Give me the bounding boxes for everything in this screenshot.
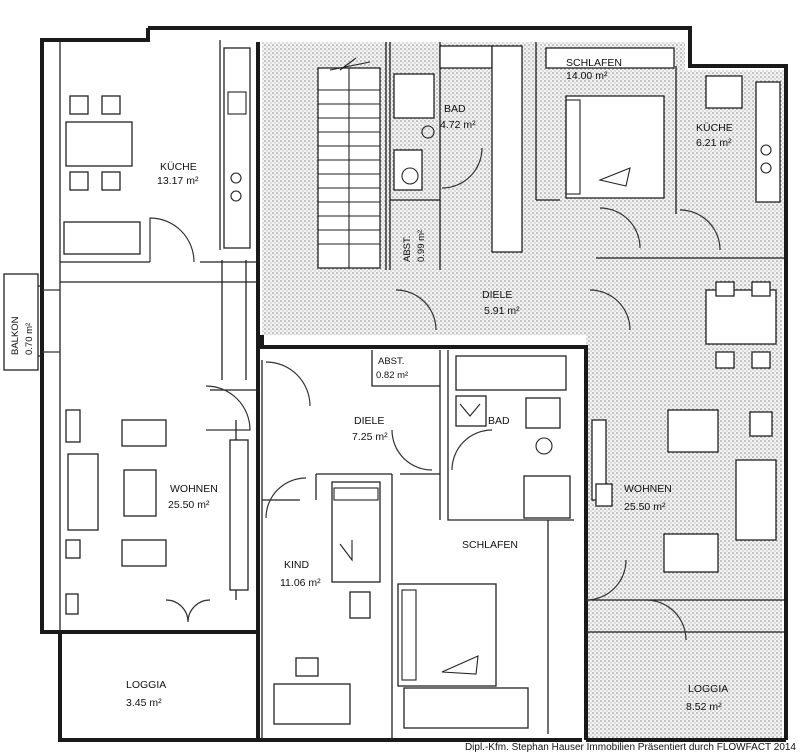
credit-text: Dipl.-Kfm. Stephan Hauser Immobilien Prä…: [465, 742, 796, 753]
room-name-diele-mid: DIELE: [354, 415, 384, 427]
room-name-loggia-right: LOGGIA: [688, 683, 728, 695]
room-name-wohnen-left: WOHNEN: [170, 483, 218, 495]
room-name-abst-mid: ABST.: [378, 356, 404, 367]
room-area-loggia-right: 8.52 m²: [686, 701, 722, 713]
room-name-wohnen-right: WOHNEN: [624, 483, 672, 495]
room-labels: KÜCHE 13.17 m² BALKON 0.70 m² WOHNEN 25.…: [10, 57, 733, 713]
room-name-loggia-left: LOGGIA: [126, 679, 166, 691]
room-area-diele-mid: 7.25 m²: [352, 431, 388, 443]
middle-interior-walls: [261, 350, 574, 740]
room-area-wohnen-right: 25.50 m²: [624, 501, 666, 513]
room-area-kind: 11.06 m²: [280, 577, 321, 589]
top-bath-furniture: [393, 45, 675, 253]
balkon-box: [3, 273, 42, 371]
room-area-wohnen-left: 25.50 m²: [168, 499, 210, 511]
room-name-kueche-left: KÜCHE: [160, 161, 197, 173]
room-name-abst-top: ABST.: [402, 236, 413, 262]
door-swings: [42, 147, 721, 641]
outer-walls: [40, 26, 788, 742]
room-name-schlafen-mid: SCHLAFEN: [462, 539, 518, 551]
room-area-bad-top: 4.72 m²: [440, 119, 476, 131]
room-name-kueche-right: KÜCHE: [696, 122, 733, 134]
staircase: [317, 57, 381, 269]
room-name-diele-top: DIELE: [482, 289, 512, 301]
shaded-interior-walls: [385, 42, 786, 633]
room-area-loggia-left: 3.45 m²: [126, 697, 162, 709]
room-name-bad-top: BAD: [444, 103, 466, 115]
room-name-balkon: BALKON: [10, 316, 21, 355]
room-name-schlafen-top: SCHLAFEN: [566, 57, 622, 69]
room-area-abst-mid: 0.82 m²: [376, 370, 408, 381]
wohnen-right-furniture: [591, 409, 777, 573]
room-area-abst-top: 0.99 m²: [416, 230, 427, 262]
left-interior-walls: [59, 40, 258, 632]
wohnen-left-furniture: [65, 409, 249, 615]
kueche-right-furniture: [705, 75, 781, 369]
room-area-kueche-right: 6.21 m²: [696, 137, 732, 149]
room-area-schlafen-top: 14.00 m²: [566, 70, 608, 82]
room-area-balkon: 0.70 m²: [24, 323, 35, 355]
kind-schlafen-furniture: [273, 481, 529, 729]
room-name-bad-mid: BAD: [488, 415, 510, 427]
room-name-kind: KIND: [284, 559, 310, 571]
room-area-kueche-left: 13.17 m²: [157, 175, 199, 187]
shaded-apartment: [262, 42, 786, 740]
bad-middle-furniture: [455, 355, 571, 519]
room-area-diele-top: 5.91 m²: [484, 305, 520, 317]
kueche-left-furniture: [63, 47, 251, 255]
